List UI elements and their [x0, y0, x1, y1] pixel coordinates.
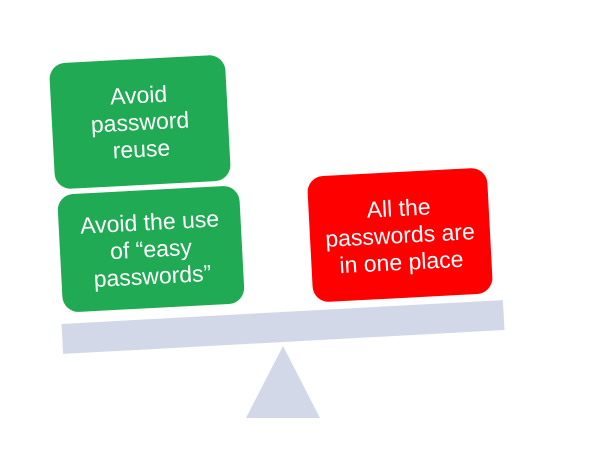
scale-fulcrum [246, 346, 320, 418]
pro-box-avoid-easy-passwords: Avoid the use of “easy passwords” [57, 185, 245, 313]
con-box-passwords-in-one-place: All the passwords are in one place [306, 167, 494, 303]
pro-box-avoid-password-reuse: Avoid password reuse [48, 54, 232, 190]
